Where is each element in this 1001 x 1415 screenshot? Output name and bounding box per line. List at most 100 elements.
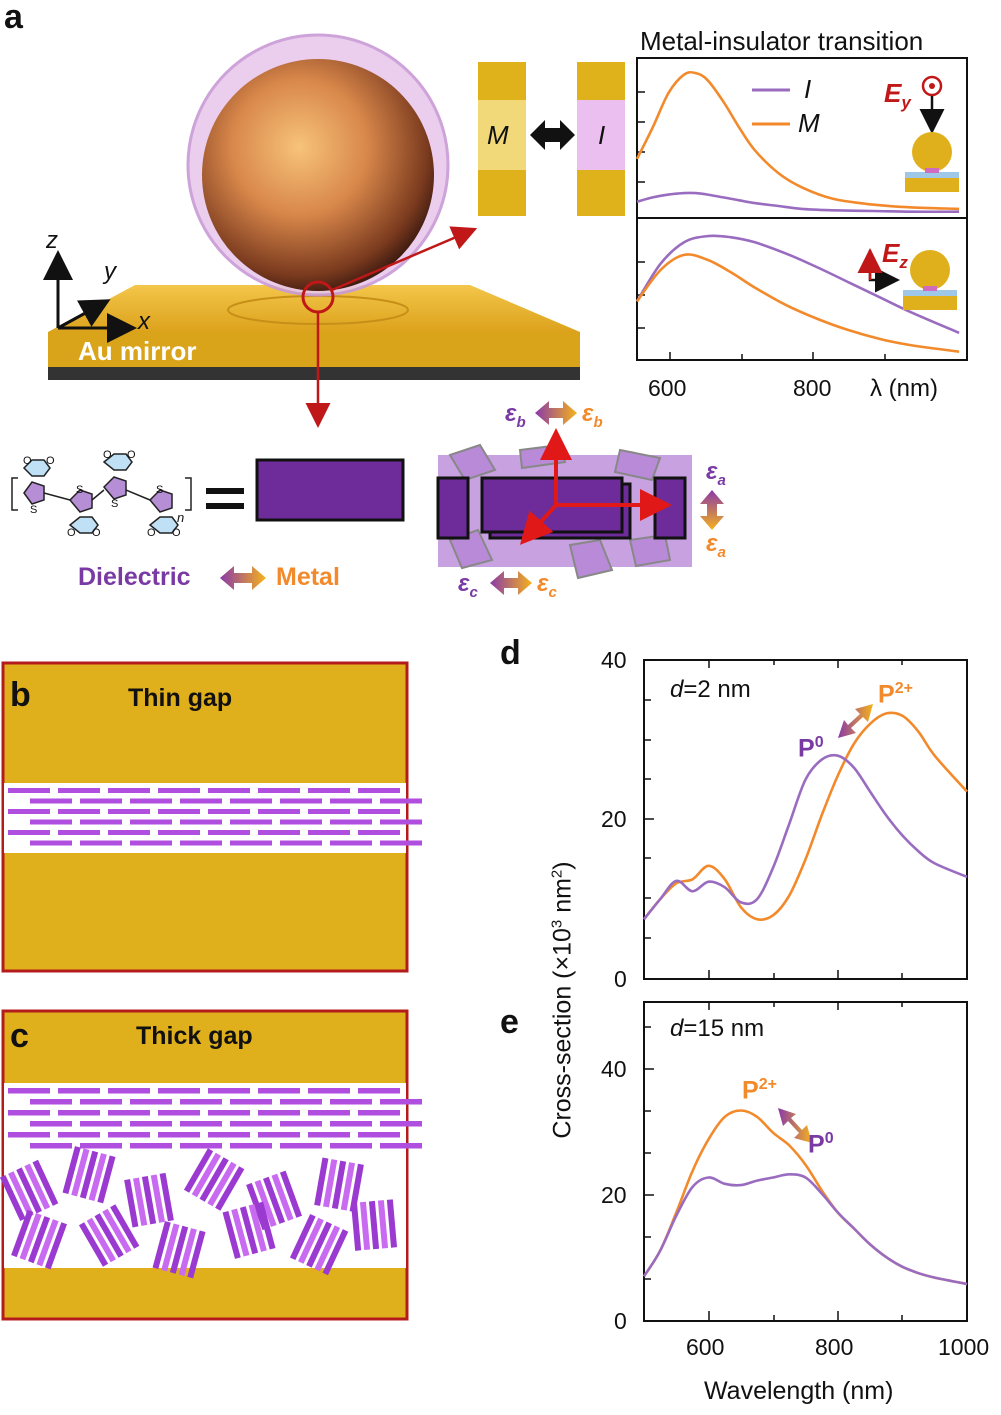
panel-c-letter: c	[10, 1017, 29, 1055]
polymer-structure	[11, 453, 192, 534]
crystallite-lamella	[180, 840, 222, 846]
switch-insulator-label: I	[598, 120, 606, 150]
sulfur-4: S	[156, 484, 164, 496]
thick-gap-panel	[0, 1009, 422, 1321]
crystallite-lamella	[208, 1088, 250, 1094]
crystallite-lamella	[180, 798, 222, 804]
inset-xtick-600: 600	[648, 375, 687, 401]
oxygen-1: O	[23, 455, 32, 467]
field-ez-label: Ez	[882, 238, 908, 273]
ez-schematic	[857, 248, 957, 310]
crystallite-lamella	[208, 1110, 250, 1116]
crystallite-lamella	[80, 840, 122, 846]
plot-e-ytick-20: 20	[601, 1182, 627, 1208]
crystallite-lamella	[108, 1088, 150, 1094]
crystallite-lamella	[258, 830, 300, 835]
crystallite-lamella	[258, 788, 300, 793]
crystallite-lamella	[80, 1143, 122, 1149]
inset-xtick-800: 800	[793, 375, 832, 401]
crystallite-lamella	[80, 1099, 122, 1105]
plot-e-ytick-40: 40	[601, 1056, 627, 1082]
crystallite-network	[436, 428, 692, 580]
crystallite-lamella	[330, 798, 372, 804]
tilted-crystallite	[222, 1201, 276, 1259]
crystallite-lamella	[330, 1143, 372, 1149]
crystallite-lamella	[330, 1099, 372, 1105]
crystallite-lamella	[230, 819, 272, 825]
crystallite-lamella	[308, 830, 350, 835]
tilted-crystallite	[350, 1199, 398, 1251]
crystallite-lamella	[358, 1088, 400, 1094]
xtick-1000: 1000	[938, 1334, 990, 1360]
tilted-crystallite	[152, 1221, 206, 1279]
plot-d-annotation: d=2 nm	[670, 676, 751, 703]
crystallite-lamella	[158, 788, 200, 793]
crystallite-lamella	[258, 809, 300, 814]
eps-b-right: εb	[582, 400, 603, 431]
mirror-top	[48, 285, 580, 332]
crystallite-lamella	[58, 809, 100, 814]
polymer-subscript-n: n	[177, 510, 185, 525]
thin-gap-panel	[1, 661, 422, 973]
crystallite-lamella	[330, 1121, 372, 1127]
crystallite-lamella	[158, 1132, 200, 1138]
mirror-base	[48, 367, 580, 380]
metal-label: Metal	[276, 563, 340, 591]
eps-b-arrow	[535, 401, 577, 425]
crystallite-lamella	[158, 809, 200, 814]
tilted-crystallite	[11, 1209, 68, 1270]
crystallite-lamella	[308, 1110, 350, 1116]
crystallite-lamella	[30, 840, 72, 846]
crystallite-lamella	[180, 819, 222, 825]
oxygen-5: O	[103, 449, 112, 461]
oxygen-3: O	[67, 527, 76, 539]
crystallite-lamella	[58, 1110, 100, 1116]
crystallite-lamella	[308, 1088, 350, 1094]
legend-m-label: M	[798, 108, 820, 138]
series-line-p0	[642, 1172, 968, 1286]
crystallite-lamella	[130, 1121, 172, 1127]
inset-frame	[636, 57, 968, 361]
crystallite-lamella	[280, 798, 322, 804]
crystallite-lamella	[230, 1099, 272, 1105]
crystallite-lamella	[108, 809, 150, 814]
inset-title: Metal-insulator transition	[640, 26, 924, 56]
crystallite-lamella	[180, 1143, 222, 1149]
crystallite-lamella	[130, 840, 172, 846]
series-line-m	[635, 253, 960, 353]
crystallite-lamella	[130, 798, 172, 804]
crystallite-lamella	[30, 819, 72, 825]
inset-bottom-series	[635, 234, 960, 353]
crystallite-lamella	[158, 830, 200, 835]
plot-d-series	[642, 711, 968, 921]
ey-schematic	[905, 75, 959, 192]
crystallite-lamella	[108, 1110, 150, 1116]
thick-gap-title: Thick gap	[136, 1022, 253, 1050]
crystallite-lamella	[380, 840, 422, 846]
crystallite-lamella	[230, 840, 272, 846]
crystallite-lamella	[330, 819, 372, 825]
dielectric-metal-arrow	[220, 566, 266, 590]
crystallite-lamella	[230, 798, 272, 804]
axis-x-label: x	[138, 308, 150, 335]
switch-metal-label: M	[487, 120, 509, 150]
crystallite-lamella	[280, 840, 322, 846]
plot-e-arrow	[778, 1108, 812, 1143]
panel-a-letter: a	[4, 0, 23, 36]
axis-z-label: z	[46, 227, 58, 254]
crystallite-lamella	[8, 788, 50, 793]
eps-b-left: εb	[505, 400, 526, 431]
crystallite-lamella	[258, 1088, 300, 1094]
crystallite-lamella	[230, 1121, 272, 1127]
eps-a-top: εa	[706, 458, 726, 489]
plot-e-ytick-0: 0	[614, 1308, 627, 1334]
oxygen-6: O	[127, 449, 136, 461]
series-line-i	[635, 234, 960, 335]
crystallite-lamella	[358, 1132, 400, 1138]
series-line-p2plus	[642, 711, 968, 921]
legend-i-label: I	[804, 74, 812, 104]
dielectric-label: Dielectric	[78, 563, 191, 591]
plot-d-p0-label: P0	[798, 734, 824, 763]
crystallite-lamella	[108, 830, 150, 835]
